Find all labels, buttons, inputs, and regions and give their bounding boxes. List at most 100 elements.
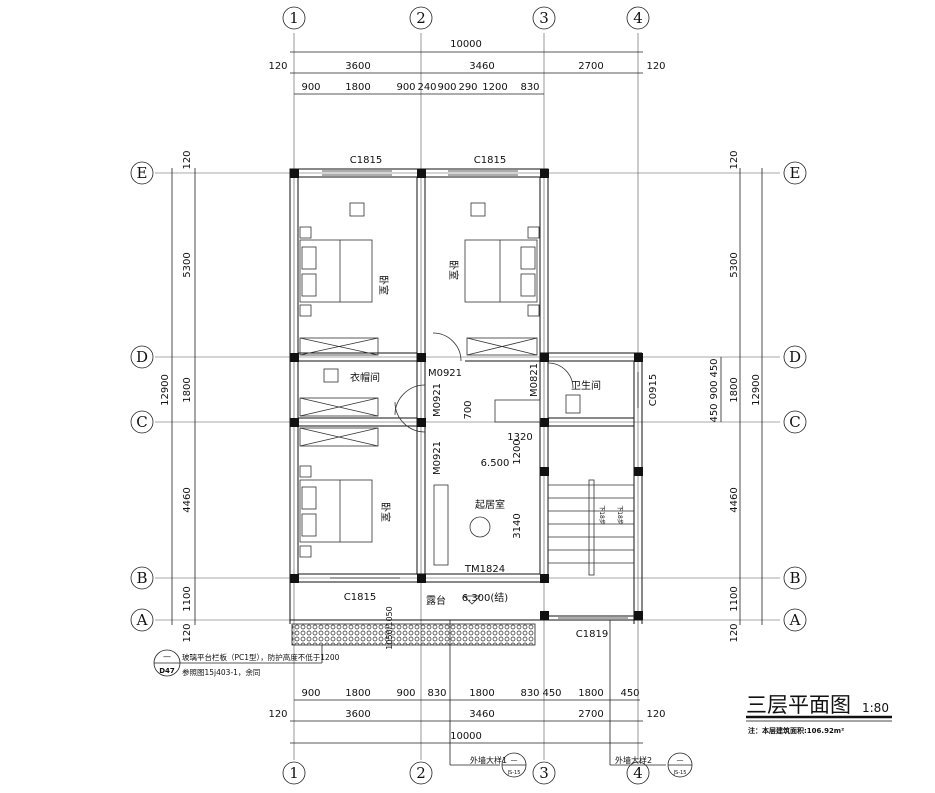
svg-text:12900: 12900 (751, 374, 762, 406)
svg-text:900: 900 (301, 82, 320, 93)
axis-4-top: 4 (626, 6, 650, 30)
grid-lines (155, 33, 780, 760)
svg-text:外墙大样2: 外墙大样2 (615, 755, 652, 765)
area-note: 注：本层建筑面积:106.92m² (748, 726, 844, 735)
svg-text:2: 2 (416, 764, 426, 782)
svg-text:120: 120 (729, 623, 740, 642)
svg-text:830: 830 (520, 82, 539, 93)
svg-text:3600: 3600 (345, 61, 370, 72)
axis-4-bottom: 4 (626, 761, 650, 785)
glass-railing (291, 623, 536, 646)
svg-text:120: 120 (646, 61, 665, 72)
svg-text:E: E (790, 164, 801, 182)
svg-text:C1815: C1815 (474, 155, 506, 166)
svg-text:1800: 1800 (345, 82, 370, 93)
svg-text:1200: 1200 (512, 439, 523, 464)
svg-text:1100: 1100 (182, 586, 193, 611)
svg-text:衣帽间: 衣帽间 (350, 371, 380, 384)
svg-text:玻璃平台栏板（PC1型），防护高度不低于1200: 玻璃平台栏板（PC1型），防护高度不低于1200 (182, 652, 340, 662)
svg-text:M0921: M0921 (432, 383, 443, 417)
svg-text:900: 900 (396, 82, 415, 93)
washbasin (494, 399, 541, 423)
svg-text:3140: 3140 (512, 513, 523, 538)
svg-text:下18步: 下18步 (616, 505, 624, 525)
svg-text:C: C (789, 413, 800, 431)
svg-text:1800: 1800 (469, 688, 494, 699)
svg-text:A: A (136, 611, 148, 629)
axis-D-left: D (130, 345, 154, 369)
svg-text:450: 450 (620, 688, 639, 699)
axis-2-bottom: 2 (409, 761, 433, 785)
chair-2 (470, 202, 486, 217)
svg-text:C1819: C1819 (576, 629, 608, 640)
axis-A-right: A (783, 608, 807, 632)
svg-text:900: 900 (437, 82, 456, 93)
toilet (565, 394, 581, 414)
svg-text:830: 830 (520, 688, 539, 699)
svg-text:1800: 1800 (345, 688, 370, 699)
axis-2-top: 2 (409, 6, 433, 30)
dimensions-top: 10000 120 3600 3460 2700 120 900 1800 90… (268, 39, 666, 95)
svg-text:JS-15: JS-15 (673, 770, 687, 776)
svg-text:240: 240 (417, 82, 436, 93)
svg-text:D: D (136, 348, 148, 366)
windows (322, 170, 639, 619)
svg-text:D: D (789, 348, 801, 366)
svg-text:TM1824: TM1824 (464, 564, 505, 575)
svg-text:450: 450 (542, 688, 561, 699)
svg-text:4460: 4460 (729, 487, 740, 512)
svg-text:2700: 2700 (578, 709, 603, 720)
svg-text:450: 450 (709, 403, 720, 422)
svg-text:—: — (511, 756, 518, 764)
svg-text:1800: 1800 (182, 377, 193, 402)
svg-text:起居室: 起居室 (475, 498, 505, 511)
svg-text:120: 120 (729, 150, 740, 169)
dimensions-right: 120 5300 1800 12900 450 900 450 4460 110… (709, 150, 763, 643)
chair-1 (349, 202, 365, 217)
level-marker-terrace (463, 595, 481, 605)
svg-text:120: 120 (268, 709, 287, 720)
svg-text:4: 4 (633, 9, 643, 27)
axis-B-left: B (130, 566, 154, 590)
svg-text:参照图15j403-1，余同: 参照图15j403-1，余同 (182, 667, 260, 677)
svg-text:1100: 1100 (729, 586, 740, 611)
columns (290, 169, 643, 620)
dimensions-left: 120 5300 1800 12900 4460 1100 120 (160, 150, 196, 643)
railing-note: — D47 玻璃平台栏板（PC1型），防护高度不低于1200 参照图15j403… (153, 645, 340, 677)
axis-B-right: B (783, 566, 807, 590)
labels: C1815 C1815 C1815 C1819 C0915 M0921 M092… (344, 155, 659, 650)
axis-1-bottom: 1 (282, 761, 306, 785)
axis-E-right: E (783, 161, 807, 185)
svg-text:E: E (137, 164, 148, 182)
svg-text:6.500: 6.500 (481, 458, 510, 469)
svg-text:4460: 4460 (182, 487, 193, 512)
svg-text:1320: 1320 (507, 432, 532, 443)
svg-text:JS-15: JS-15 (507, 770, 521, 776)
svg-text:10000: 10000 (450, 731, 482, 742)
wardrobes (299, 337, 538, 447)
svg-text:290: 290 (458, 82, 477, 93)
svg-text:B: B (136, 569, 147, 587)
axis-C-right: C (783, 410, 807, 434)
svg-text:120: 120 (182, 623, 193, 642)
svg-text:1050/1050: 1050/1050 (385, 606, 394, 649)
svg-text:3460: 3460 (469, 709, 494, 720)
bed-3 (299, 465, 373, 558)
axis-3-bottom: 3 (532, 761, 556, 785)
svg-text:C0915: C0915 (648, 374, 659, 406)
svg-text:2700: 2700 (578, 61, 603, 72)
svg-text:1800: 1800 (578, 688, 603, 699)
svg-text:5300: 5300 (182, 252, 193, 277)
svg-text:10000: 10000 (450, 39, 482, 50)
svg-text:1800: 1800 (729, 377, 740, 402)
sofa (433, 484, 449, 566)
svg-text:900: 900 (709, 380, 720, 399)
bed-1 (299, 226, 373, 317)
svg-text:1200: 1200 (482, 82, 507, 93)
svg-text:卧室: 卧室 (379, 502, 392, 522)
wall-detail-refs: 外墙大样1 — JS-15 外墙大样2 — JS-15 (449, 620, 693, 778)
axis-E-left: E (130, 161, 154, 185)
svg-text:卧室: 卧室 (377, 275, 390, 295)
svg-text:3: 3 (539, 764, 549, 782)
